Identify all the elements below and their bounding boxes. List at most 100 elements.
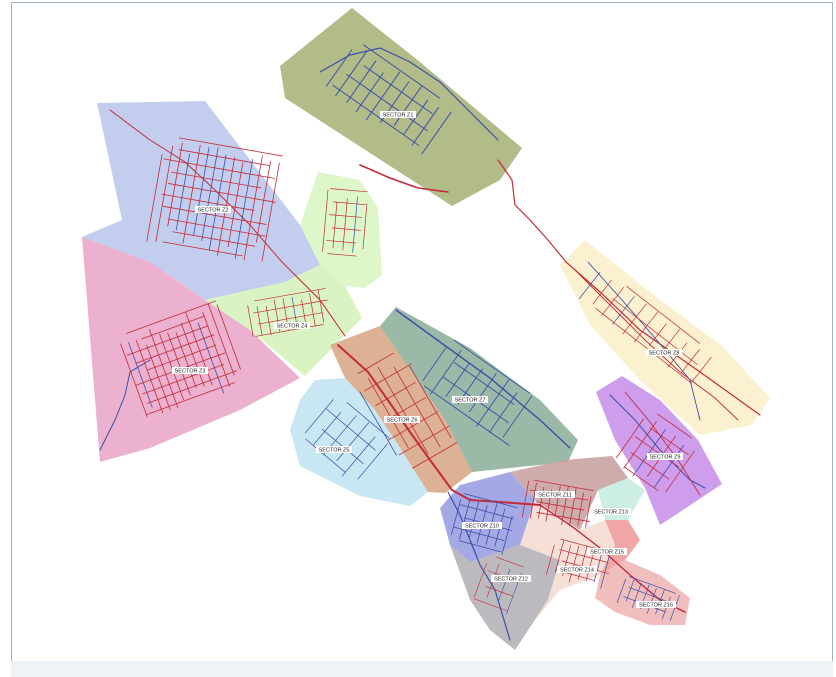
- svg-text:SECTOR Z8: SECTOR Z8: [649, 351, 680, 357]
- pipe-segment: [193, 147, 210, 236]
- svg-text:SECTOR Z12: SECTOR Z12: [494, 577, 528, 583]
- pipe-segment: [327, 253, 357, 257]
- sector-z2-label: SECTOR Z2: [195, 206, 231, 214]
- pipe-segment: [398, 425, 450, 456]
- pipe-segment: [393, 366, 441, 448]
- pipe-segment: [559, 549, 609, 563]
- pipe-segment: [146, 154, 163, 242]
- trunk-z1-grid: [319, 47, 499, 141]
- pipe-segment: [341, 436, 376, 477]
- pipe-segment: [325, 408, 376, 451]
- pipe-segment: [332, 84, 420, 146]
- pipe-segment: [120, 343, 148, 417]
- grid-z1: [326, 44, 452, 155]
- pipe-segment: [375, 382, 416, 406]
- pipe-segment: [623, 421, 657, 469]
- pipe-segment: [422, 347, 447, 381]
- pipe-segment: [304, 399, 334, 434]
- pipe-segment: [502, 395, 533, 438]
- sector-z5-label: SECTOR Z5: [316, 446, 352, 454]
- pipe-segment: [629, 576, 677, 594]
- sector-z9-area: [596, 376, 722, 525]
- pipe-segment: [649, 427, 689, 455]
- pipe-segment: [421, 111, 452, 155]
- grid-z4b: [322, 188, 368, 257]
- pipe-segment: [657, 413, 692, 439]
- sector-polygons: [82, 8, 770, 650]
- grid-z7: [422, 339, 533, 446]
- pipe-segment: [255, 160, 271, 243]
- pipe-segment: [362, 203, 368, 250]
- pipe-segment: [326, 240, 356, 244]
- pipe-segment: [445, 362, 470, 398]
- pipe-segment: [536, 511, 590, 522]
- pipe-segment: [167, 332, 191, 396]
- pipe-segment: [342, 198, 348, 251]
- pipe-segment: [459, 540, 502, 553]
- svg-text:SECTOR Z13: SECTOR Z13: [594, 510, 628, 516]
- sector-z8-label: SECTOR Z8: [646, 349, 682, 357]
- pipe-segment: [346, 73, 428, 132]
- sector-z15-label: SECTOR Z15: [587, 548, 627, 556]
- pipe-segment: [227, 162, 244, 247]
- trunk-z9-b: [624, 391, 701, 496]
- pipe-segment: [142, 363, 225, 395]
- svg-text:SECTOR Z16: SECTOR Z16: [639, 603, 673, 609]
- pipe-segment: [501, 515, 513, 555]
- pipe-segment: [208, 154, 227, 251]
- svg-text:SECTOR Z7: SECTOR Z7: [455, 398, 486, 404]
- pipe-segment: [346, 402, 391, 439]
- pipe-segment: [601, 287, 624, 316]
- pipe-segment: [450, 499, 462, 535]
- bottom-strip: [11, 661, 833, 677]
- pipe-segment: [365, 71, 401, 121]
- pipe-segment: [612, 298, 698, 365]
- svg-text:SECTOR Z4: SECTOR Z4: [277, 324, 308, 330]
- pipe-segment: [616, 418, 645, 459]
- trunk-z7: [395, 309, 571, 449]
- sector-z6-area: [330, 326, 472, 493]
- trunk-z1-red: [359, 164, 449, 193]
- pipe-segment: [546, 544, 555, 575]
- pipe-segment: [529, 482, 537, 519]
- pipe-segment: [569, 487, 577, 527]
- pipe-segment: [387, 397, 426, 420]
- trunk-z3-river: [99, 359, 151, 451]
- pipe-segment: [155, 145, 174, 242]
- pipe-segment: [178, 149, 270, 167]
- pipe-segment: [646, 588, 657, 614]
- pipe-segment: [167, 183, 276, 203]
- pipe-segment: [473, 598, 508, 612]
- grid-z3: [120, 300, 241, 417]
- sector-z10-label: SECTOR Z10: [462, 522, 502, 530]
- sector-z4b-area: [300, 172, 382, 288]
- sector-z4-label: SECTOR Z4: [274, 322, 310, 330]
- sector-z12-area: [450, 545, 560, 650]
- pipe-segment: [171, 171, 262, 189]
- sector-z7-label: SECTOR Z7: [452, 396, 488, 404]
- pipe-segment: [175, 332, 197, 388]
- pipe-segment: [577, 546, 588, 580]
- sector-z9-label: SECTOR Z9: [647, 453, 683, 461]
- pipe-segment: [628, 586, 673, 604]
- grid-z9: [616, 413, 695, 493]
- pipe-segment: [247, 305, 254, 337]
- pipe-segment: [595, 308, 692, 384]
- pipe-segment: [387, 411, 439, 441]
- pipe-segment: [357, 443, 388, 480]
- pipe-segment: [634, 436, 680, 468]
- pipe-segment: [536, 501, 585, 511]
- pipe-segment: [593, 552, 603, 583]
- pipe-segment: [330, 188, 368, 193]
- pipe-segment: [322, 189, 329, 252]
- pipe-segment: [256, 306, 263, 336]
- pipe-segment: [592, 279, 612, 305]
- trunk-z9: [609, 394, 706, 489]
- pipe-segment: [261, 162, 280, 262]
- sector-z2-area: [82, 101, 320, 300]
- svg-text:SECTOR Z2: SECTOR Z2: [198, 208, 229, 214]
- pipe-segment: [488, 392, 518, 433]
- svg-text:SECTOR Z15: SECTOR Z15: [590, 550, 624, 556]
- pipe-segment: [430, 350, 462, 395]
- sector-z12-label: SECTOR Z12: [491, 575, 531, 583]
